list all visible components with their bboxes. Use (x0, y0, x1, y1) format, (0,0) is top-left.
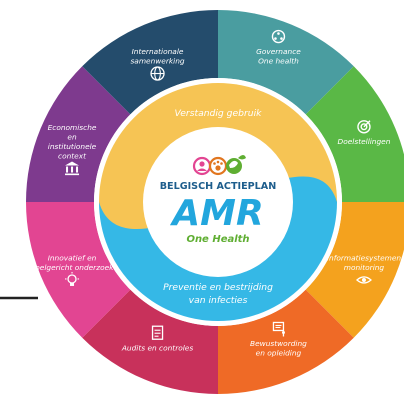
logo-title-big: AMR (169, 193, 263, 234)
paw-icon (208, 156, 228, 176)
ring-bottom-label-2: van infecties (189, 295, 248, 306)
segment-label-line: institutionele (48, 142, 97, 151)
segment-label-line: samenwerking (130, 56, 184, 65)
segment-wedge (26, 202, 131, 338)
segment-label-line: Governance (256, 47, 301, 56)
globe-leaf-icon (226, 155, 246, 174)
segment-wedge (218, 10, 354, 115)
ring-top-label: Verstandig gebruik (175, 108, 263, 119)
ring-bottom-label-1: Preventie en bestrijding (163, 282, 273, 293)
segment-wedge (305, 66, 404, 202)
segment-wedge (26, 66, 131, 202)
segment-label-line: Informatiesystemen (327, 253, 402, 262)
segment-wedge (82, 10, 218, 115)
checklist-icon (151, 325, 164, 340)
segment-label-line: monitoring (344, 263, 385, 272)
logo-icons (192, 155, 246, 176)
segment-target: Doelstellingen (305, 66, 404, 202)
segment-label-line: Bewustwording (250, 339, 307, 348)
presentation-icon (272, 321, 285, 337)
target-icon (357, 120, 371, 134)
segment-wedge (82, 289, 218, 394)
segment-label-line: Internationale (132, 47, 184, 56)
globe-icon (150, 66, 165, 81)
building-icon (65, 161, 80, 176)
segment-wedge (305, 202, 404, 338)
logo-subtitle: One Health (186, 234, 249, 245)
lightbulb-icon (65, 271, 80, 286)
human-icon (192, 156, 212, 176)
segment-label-line: Innovatief en (48, 253, 97, 262)
segment-checklist: Audits en controles (82, 289, 218, 394)
governance-icon (271, 29, 286, 44)
center-disc (143, 127, 293, 277)
segment-label-line: Economische (48, 123, 97, 132)
segment-label-line: Audits en controles (121, 344, 193, 353)
segment-label-line: Doelstellingen (338, 137, 391, 146)
segment-label-line: en opleiding (256, 348, 302, 357)
segment-label-line: en (67, 132, 77, 141)
logo-title-top: BELGISCH ACTIEPLAN (160, 181, 276, 192)
segment-wedge (218, 289, 354, 394)
segment-label-line: One health (258, 56, 299, 65)
eye-icon (355, 276, 372, 284)
segment-label-line: context (58, 151, 87, 160)
segment-label-line: doelgericht onderzoek (31, 263, 115, 272)
